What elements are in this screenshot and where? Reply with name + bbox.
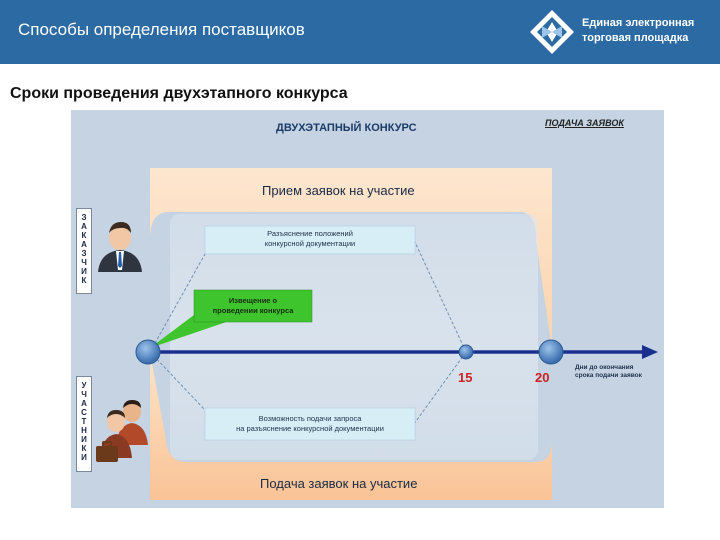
customer-letter: А (81, 222, 87, 231)
timeline-end-line2: срока подачи заявок (575, 372, 642, 379)
dashed-connectors (149, 239, 467, 425)
customer-letter: А (81, 240, 87, 249)
logo-text-line2: торговая площадка (582, 32, 689, 44)
day-mark-15: 15 (458, 370, 473, 385)
page-subtitle: Сроки проведения двухэтапного конкурса (10, 85, 348, 102)
logo-text-line1: Единая электронная (582, 17, 695, 29)
timeline-dot-20 (538, 339, 564, 365)
bottom-info-line1: Возможность подачи запроса (258, 414, 362, 423)
header-bar: Способы определения поставщиков Единая э… (0, 0, 720, 64)
top-info-line1: Разъяснение положений (267, 229, 353, 238)
bottom-info-box (204, 407, 416, 441)
timeline-dot-15 (458, 344, 474, 360)
notice-text: Извещение о проведении конкурса (194, 296, 312, 316)
participants-persons-icon (96, 400, 148, 462)
timeline-end-label: Дни до окончания срока подачи заявок (575, 364, 642, 380)
timeline-end-line1: Дни до окончания (575, 364, 634, 371)
top-band-label: Прием заявок на участие (262, 183, 415, 198)
customer-letter: З (81, 213, 87, 222)
tab-label-submission: ПОДАЧА ЗАЯВОК (545, 118, 624, 128)
bottom-info-text: Возможность подачи запроса на разъяснени… (205, 414, 415, 434)
logo-text: Единая электронная торговая площадка (582, 16, 694, 46)
customer-letter: К (81, 231, 87, 240)
notice-line2: проведении конкурса (212, 306, 294, 315)
participants-letter: С (81, 408, 87, 417)
bottom-band (150, 352, 552, 500)
participants-letter: И (81, 435, 87, 444)
customer-letter: К (81, 276, 87, 285)
timeline-start-dot (135, 339, 161, 365)
customer-letter: Ч (81, 258, 87, 267)
timeline-arrowhead (642, 345, 658, 359)
top-band (150, 168, 552, 350)
participants-letter: И (81, 453, 87, 462)
inner-area (170, 214, 538, 460)
bottom-info-line2: на разъяснение конкурсной документации (236, 424, 384, 433)
day-mark-20: 20 (535, 370, 550, 385)
header-title: Способы определения поставщиков (18, 20, 305, 39)
notice-line1: Извещение о (228, 296, 278, 305)
notice-box (193, 289, 313, 323)
participants-letter: К (81, 444, 87, 453)
customer-vertical-label: З А К А З Ч И К (76, 208, 92, 294)
bottom-band-label: Подача заявок на участие (260, 476, 418, 491)
top-info-box (204, 225, 416, 255)
participants-letter: А (81, 399, 87, 408)
etp-logo-icon (530, 10, 574, 54)
top-info-line2: конкурсной документации (264, 239, 356, 248)
participants-letter: У (81, 381, 87, 390)
customer-letter: И (81, 267, 87, 276)
diagram-title: ДВУХЭТАПНЫЙ КОНКУРС (276, 122, 417, 134)
participants-letter: Т (81, 417, 87, 426)
customer-letter: З (81, 249, 87, 258)
top-info-text: Разъяснение положений конкурсной докумен… (205, 229, 415, 249)
participants-letter: Н (81, 426, 87, 435)
customer-person-icon (98, 222, 142, 272)
participants-vertical-label: У Ч А С Т Н И К И (76, 376, 92, 472)
participants-letter: Ч (81, 390, 87, 399)
